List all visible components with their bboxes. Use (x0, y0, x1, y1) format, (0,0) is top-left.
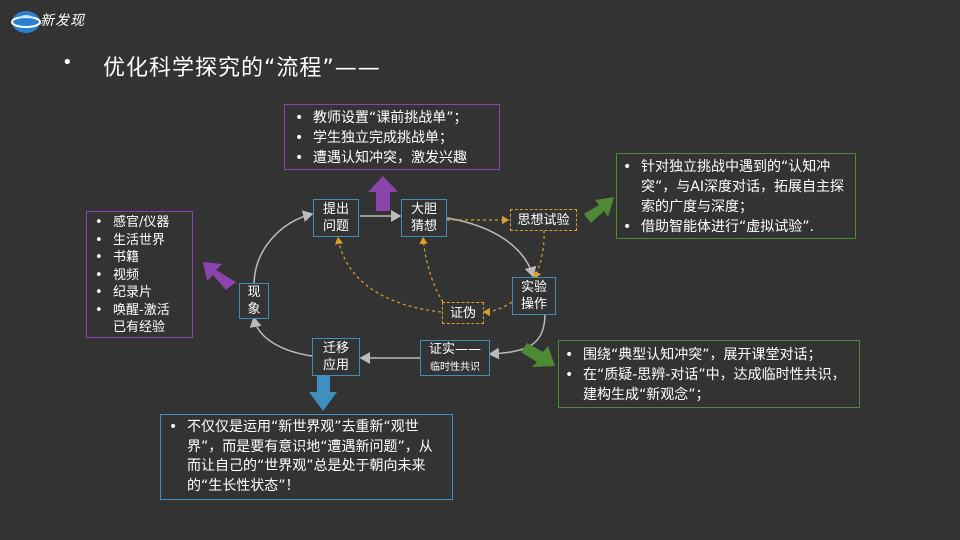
logo-text: 新发现 (40, 13, 85, 29)
left-item-4: 视频 (91, 267, 188, 285)
arc-transfer-to-phenomenon (249, 316, 313, 357)
left-item-1: 感官/仪器 (91, 214, 188, 232)
node-phenomenon: 现象 (239, 283, 269, 319)
box-classroom-dialogue: 围绕“典型认知冲突”，展开课堂对话； 在“质疑-思辨-对话”中，达成临时性共识，… (558, 340, 860, 408)
node-propose-question: 提出问题 (313, 199, 359, 237)
blue-arrow-down-icon (309, 375, 337, 411)
node-guess-line1: 大胆 (410, 202, 437, 217)
node-bold-guess: 大胆猜想 (401, 199, 447, 237)
node-falsify: 证伪 (442, 302, 484, 324)
arc-experiment-to-confirm (488, 312, 546, 360)
green-arrow-right-icon (584, 197, 614, 223)
dashed-experiment-to-falsify (482, 301, 513, 317)
right-top-item-1: 针对独立挑战中遇到的“认知冲突”，与AI深度对话，拓展自主探索的广度与深度； (619, 157, 849, 217)
logo: 新发现 (10, 8, 90, 36)
title-bullet: • (62, 52, 73, 73)
arc-guess-to-experiment (446, 217, 537, 278)
node-experiment: 实验操作 (512, 277, 556, 315)
page-title: 优化科学探究的“流程”—— (103, 56, 381, 81)
box-phenomenon-sources: 感官/仪器 生活世界 书籍 视频 纪录片 唤醒-激活 已有经验 (86, 211, 193, 338)
node-propose-line1: 提出 (322, 202, 349, 217)
right-bottom-item-1: 围绕“典型认知冲突”，展开课堂对话； (561, 345, 853, 365)
right-bottom-item-2: 在“质疑-思辨-对话”中，达成临时性共识，建构生成“新观念”； (561, 365, 853, 405)
box-worldview: 不仅仅是运用“新世界观”去重新“观世界”，而是要有意识地“遭遇新问题”，从而让自… (160, 414, 453, 500)
left-item-3: 书籍 (91, 249, 188, 267)
purple-arrow-up-icon (368, 176, 398, 211)
node-guess-line2: 猜想 (410, 219, 437, 234)
purple-arrow-left-icon (203, 262, 236, 290)
logo-globe-icon (11, 11, 41, 33)
box-ai-dialogue: 针对独立挑战中遇到的“认知冲突”，与AI深度对话，拓展自主探索的广度与深度； 借… (616, 153, 856, 239)
node-confirm-label: 证实—— (428, 341, 481, 357)
node-confirm-consensus: 证实—— 临时性共识 (420, 340, 490, 376)
node-thought-label: 思想试验 (517, 212, 570, 228)
node-transfer-line2: 应用 (322, 358, 349, 373)
node-transfer-line1: 迁移 (322, 341, 349, 356)
node-phenomenon-line1: 现 (247, 285, 261, 300)
dashed-falsify-to-guess (419, 236, 444, 303)
node-transfer-apply: 迁移应用 (312, 338, 360, 376)
node-falsify-label: 证伪 (449, 305, 476, 321)
dashed-thought-to-experiment (533, 229, 545, 280)
top-item-3: 遭遇认知冲突，激发兴趣 (291, 148, 493, 168)
right-top-item-2: 借助智能体进行“虚拟试验”. (619, 217, 849, 237)
node-experiment-line1: 实验 (520, 280, 547, 295)
node-experiment-line2: 操作 (520, 297, 547, 312)
bottom-item-1: 不仅仅是运用“新世界观”去重新“观世界”，而是要有意识地“遭遇新问题”，从而让自… (165, 418, 444, 496)
left-item-5: 纪录片 (91, 284, 188, 302)
node-phenomenon-line2: 象 (247, 302, 261, 317)
arc-phenomenon-to-propose (253, 210, 314, 284)
left-item-2: 生活世界 (91, 232, 188, 250)
node-thought-experiment: 思想试验 (510, 209, 577, 231)
node-consensus-label: 临时性共识 (429, 361, 480, 373)
top-item-2: 学生独立完成挑战单； (291, 128, 493, 148)
green-arrow-down-icon (521, 343, 555, 367)
dashed-falsify-to-propose (334, 236, 442, 313)
top-item-1: 教师设置“课前挑战单”； (291, 108, 493, 128)
node-propose-line2: 问题 (322, 219, 349, 234)
box-teacher-challenge: 教师设置“课前挑战单”； 学生独立完成挑战单； 遭遇认知冲突，激发兴趣 (284, 104, 500, 170)
left-item-6: 唤醒-激活 已有经验 (91, 302, 188, 337)
